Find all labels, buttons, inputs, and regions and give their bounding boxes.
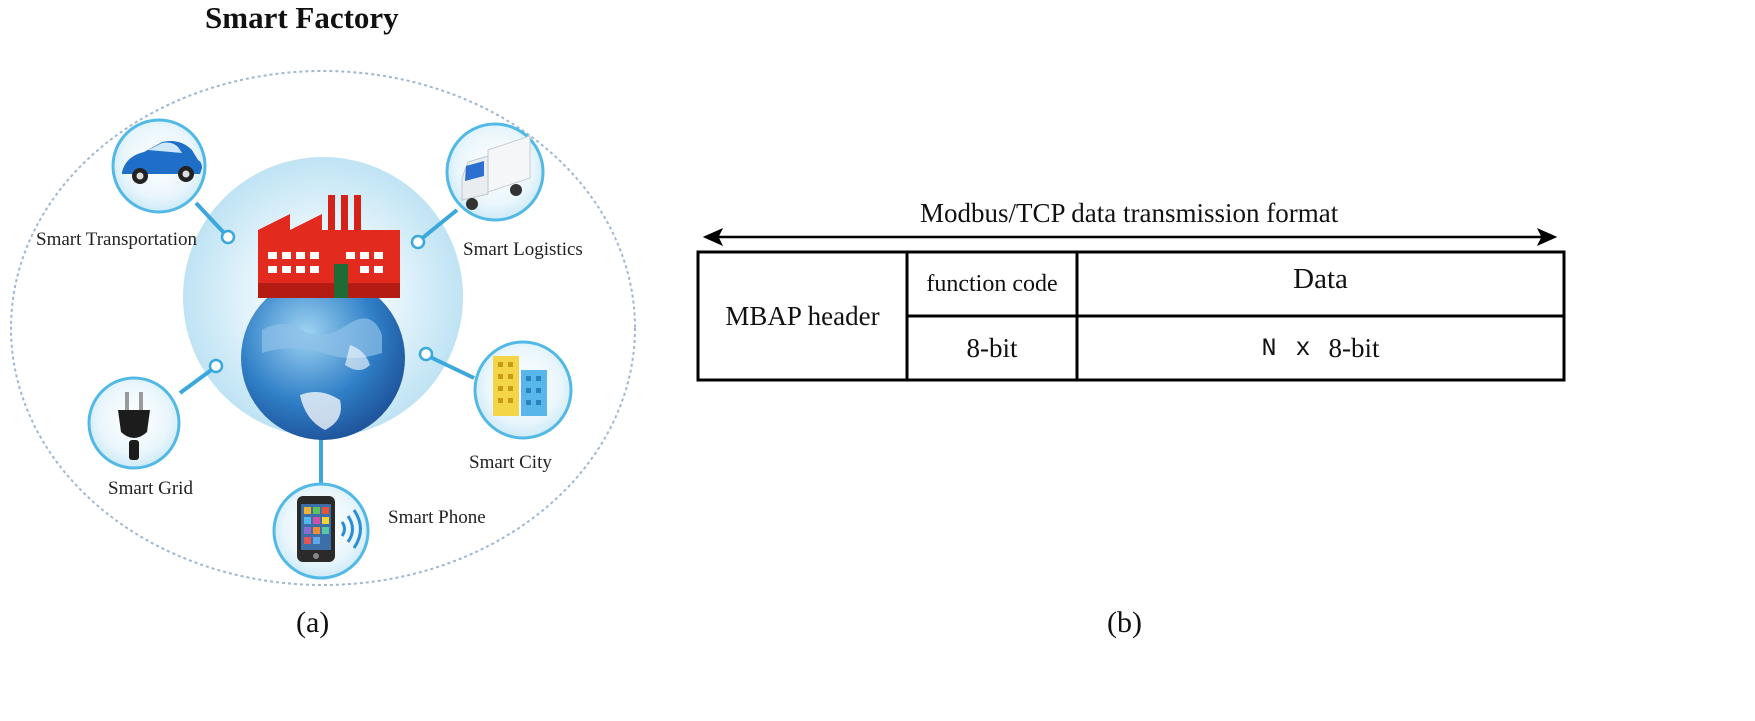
data-size-unit: 8-bit [1328, 332, 1380, 363]
data-size-prefix: N x [1261, 333, 1311, 363]
function-code-label: function code [926, 271, 1058, 297]
figure-a-title: Smart Factory [205, 0, 399, 35]
data-label: Data [1293, 262, 1348, 295]
truck-icon [445, 122, 545, 222]
data-size-cell: N x 8-bit [1079, 318, 1562, 378]
buildings-icon [473, 340, 573, 440]
caption-b: (b) [1107, 606, 1142, 639]
mbap-header-cell: MBAP header [725, 300, 880, 331]
label-smart-phone: Smart Phone [388, 507, 486, 528]
figure-b-title: Modbus/TCP data transmission format [920, 198, 1339, 228]
label-smart-logistics: Smart Logistics [463, 239, 583, 260]
function-code-size: 8-bit [966, 332, 1018, 363]
label-smart-grid: Smart Grid [108, 478, 193, 499]
smartphone-icon [272, 482, 370, 580]
label-smart-city: Smart City [469, 452, 552, 473]
caption-a: (a) [296, 606, 330, 639]
span-arrow [702, 227, 1558, 247]
outer-ring [10, 70, 636, 586]
plug-icon [87, 376, 181, 470]
format-table [696, 250, 1566, 382]
connector-lines [178, 201, 475, 486]
car-icon [111, 118, 207, 214]
factory-globe-icon [241, 195, 405, 440]
label-smart-transportation: Smart Transportation [36, 229, 197, 250]
